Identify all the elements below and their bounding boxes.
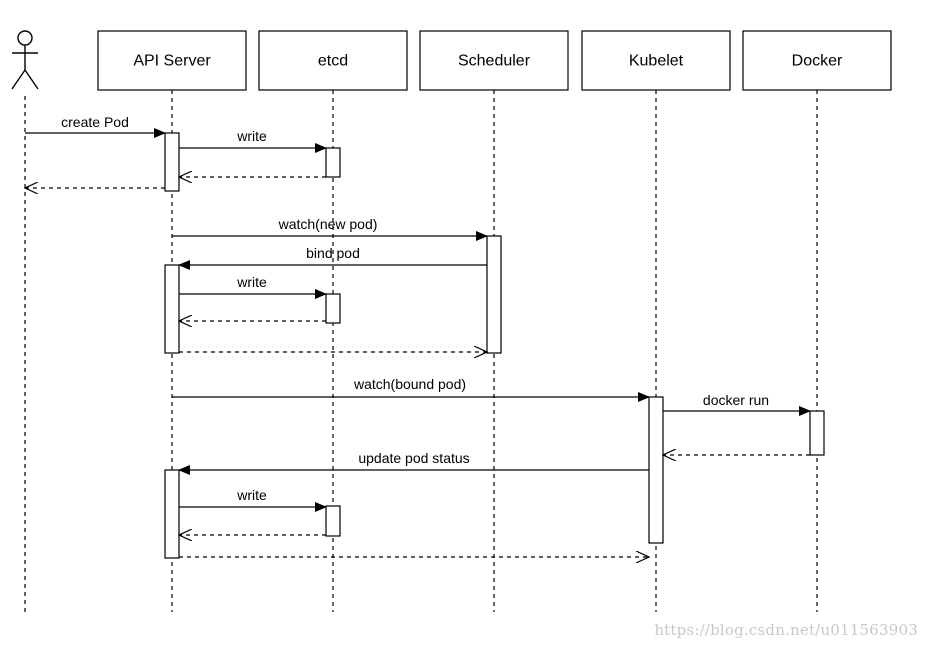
message-docker-run: docker run — [663, 392, 811, 416]
message-label: write — [236, 487, 267, 503]
participant-api-server: API Server — [97, 30, 247, 91]
message-watch-bound-pod: watch(bound pod) — [172, 376, 650, 402]
participant-label-kubelet: Kubelet — [629, 53, 684, 70]
message-label: watch(new pod) — [278, 216, 378, 232]
watermark: https://blog.csdn.net/u011563903 — [654, 621, 918, 639]
activation-etcd-3 — [325, 505, 341, 537]
participant-kubelet: Kubelet — [581, 30, 731, 91]
message-create-pod: create Pod — [25, 114, 166, 138]
message-label: write — [236, 274, 267, 290]
activation-scheduler — [486, 235, 502, 354]
message-label: watch(bound pod) — [353, 376, 466, 392]
message-label: write — [236, 128, 267, 144]
message-label: docker run — [703, 392, 769, 408]
activation-api-1 — [164, 132, 180, 192]
message-write-2: write — [179, 274, 327, 299]
participant-label-api-server: API Server — [133, 53, 211, 70]
message-label: update pod status — [358, 450, 469, 466]
participant-label-scheduler: Scheduler — [458, 53, 531, 70]
activation-etcd-2 — [325, 293, 341, 324]
participant-label-docker: Docker — [792, 53, 843, 70]
activation-etcd-1 — [325, 147, 341, 178]
activation-docker — [809, 410, 825, 456]
activation-api-2 — [164, 264, 180, 354]
message-label: create Pod — [61, 114, 129, 130]
actor-icon — [11, 30, 39, 90]
participant-scheduler: Scheduler — [419, 30, 569, 91]
message-bind-pod: bind pod — [178, 245, 487, 270]
message-watch-new-pod: watch(new pod) — [172, 216, 488, 241]
activation-kubelet — [648, 396, 664, 544]
activation-api-3 — [164, 469, 180, 559]
message-write-1: write — [179, 128, 327, 153]
message-write-3: write — [179, 487, 327, 512]
message-label: bind pod — [306, 245, 360, 261]
participant-docker: Docker — [742, 30, 892, 91]
message-update-pod-status: update pod status — [178, 450, 649, 475]
participant-label-etcd: etcd — [318, 53, 348, 70]
participant-etcd: etcd — [258, 30, 408, 91]
